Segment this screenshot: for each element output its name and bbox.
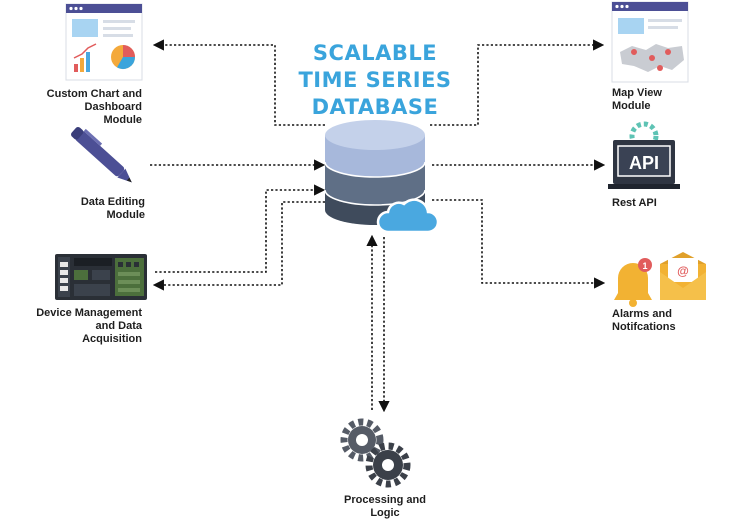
device-management-label-line-1: Device Management xyxy=(36,307,142,319)
notification-badge: 1 xyxy=(642,261,647,271)
rest-api-label-line-1: Rest API xyxy=(612,197,657,209)
processing-label-line-2: Logic xyxy=(370,507,400,519)
map-view-label-line-2: Module xyxy=(612,100,651,112)
email-icon: @ xyxy=(660,252,706,300)
device-board-icon xyxy=(55,254,147,300)
cloud-icon xyxy=(376,198,440,234)
device-management-label: Device Management and Data Acquisition xyxy=(36,307,142,346)
processing-label-line-1: Processing and xyxy=(344,494,426,506)
api-icon: API xyxy=(608,121,680,189)
data-editing-label-line-2: Module xyxy=(106,209,146,221)
map-view-label-line-1: Map View xyxy=(612,87,662,99)
custom-chart-label-line-1: Custom Chart and xyxy=(46,88,142,100)
email-at-symbol: @ xyxy=(677,264,689,278)
dashboard-icon xyxy=(65,3,143,81)
rest-api-label: Rest API xyxy=(612,197,657,210)
arrow-from-device-management xyxy=(155,184,326,273)
gears-icon xyxy=(340,418,411,488)
data-editing-label: Data Editing Module xyxy=(81,196,145,222)
database-title: SCALABLE TIME SERIES DATABASE xyxy=(270,40,480,121)
custom-chart-label-line-2: Dashboard xyxy=(84,101,142,113)
data-editing-label-line-1: Data Editing xyxy=(80,196,145,208)
title-line-1: SCALABLE xyxy=(312,41,438,65)
pen-icon xyxy=(71,126,132,183)
alarms-label-line-1: Alarms and xyxy=(612,308,672,320)
title-line-3: DATABASE xyxy=(311,95,439,119)
processing-label: Processing and Logic xyxy=(325,494,445,520)
arrow-to-map-view xyxy=(430,39,605,126)
arrow-to-device-management xyxy=(152,201,325,291)
title-line-2: TIME SERIES xyxy=(298,68,452,92)
map-view-label: Map View Module xyxy=(612,87,662,113)
alarms-label-line-2: Notifcations xyxy=(612,321,676,333)
arrow-to-custom-chart xyxy=(152,39,325,126)
alarms-label: Alarms and Notifcations xyxy=(612,308,676,334)
custom-chart-label-line-3: Module xyxy=(103,114,143,126)
bell-icon: 1 xyxy=(614,258,652,307)
device-management-label-line-3: Acquisition xyxy=(82,333,142,345)
api-screen-text: API xyxy=(629,153,659,173)
arrow-to-alarms xyxy=(432,199,606,289)
custom-chart-label: Custom Chart and Dashboard Module xyxy=(47,88,142,127)
map-icon xyxy=(611,1,689,83)
device-management-label-line-2: and Data xyxy=(95,320,142,332)
